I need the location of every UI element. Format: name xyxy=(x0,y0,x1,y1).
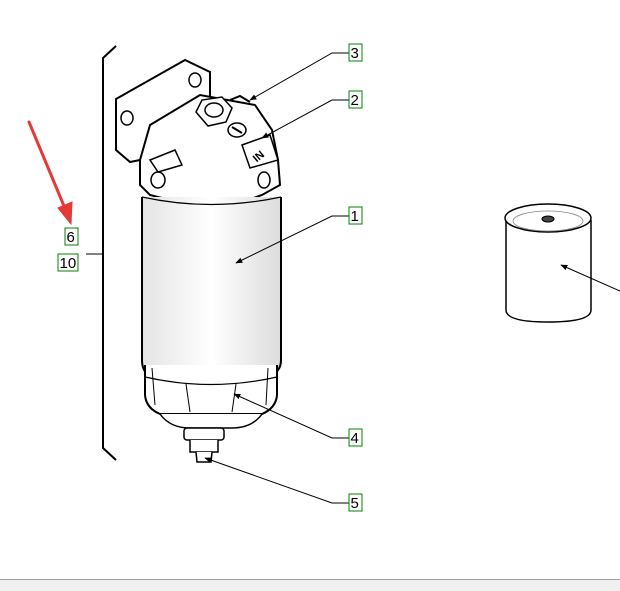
callout-2-label: 2 xyxy=(351,92,359,109)
callout-10-label: 10 xyxy=(60,255,77,272)
replacement-filter-element xyxy=(504,203,620,323)
fuel-filter-assembly: IN xyxy=(115,58,282,463)
callout-3-label: 3 xyxy=(351,45,359,62)
callout-6[interactable]: 6 xyxy=(64,227,79,246)
callout-4-label: 4 xyxy=(351,430,359,447)
red-pointer-arrow xyxy=(27,120,73,226)
callout-1[interactable]: 1 xyxy=(348,206,363,225)
callout-1-label: 1 xyxy=(351,208,359,225)
callout-10[interactable]: 10 xyxy=(57,253,79,272)
callout-5[interactable]: 5 xyxy=(348,493,363,512)
callout-6-label: 6 xyxy=(67,229,75,246)
callout-2[interactable]: 2 xyxy=(348,90,363,109)
callout-4[interactable]: 4 xyxy=(348,428,363,447)
callout-3[interactable]: 3 xyxy=(348,43,363,62)
callout-5-label: 5 xyxy=(351,495,359,512)
window-bottom-bar xyxy=(0,579,620,591)
assembly-bracket xyxy=(86,45,117,461)
leader-lines xyxy=(204,52,349,504)
